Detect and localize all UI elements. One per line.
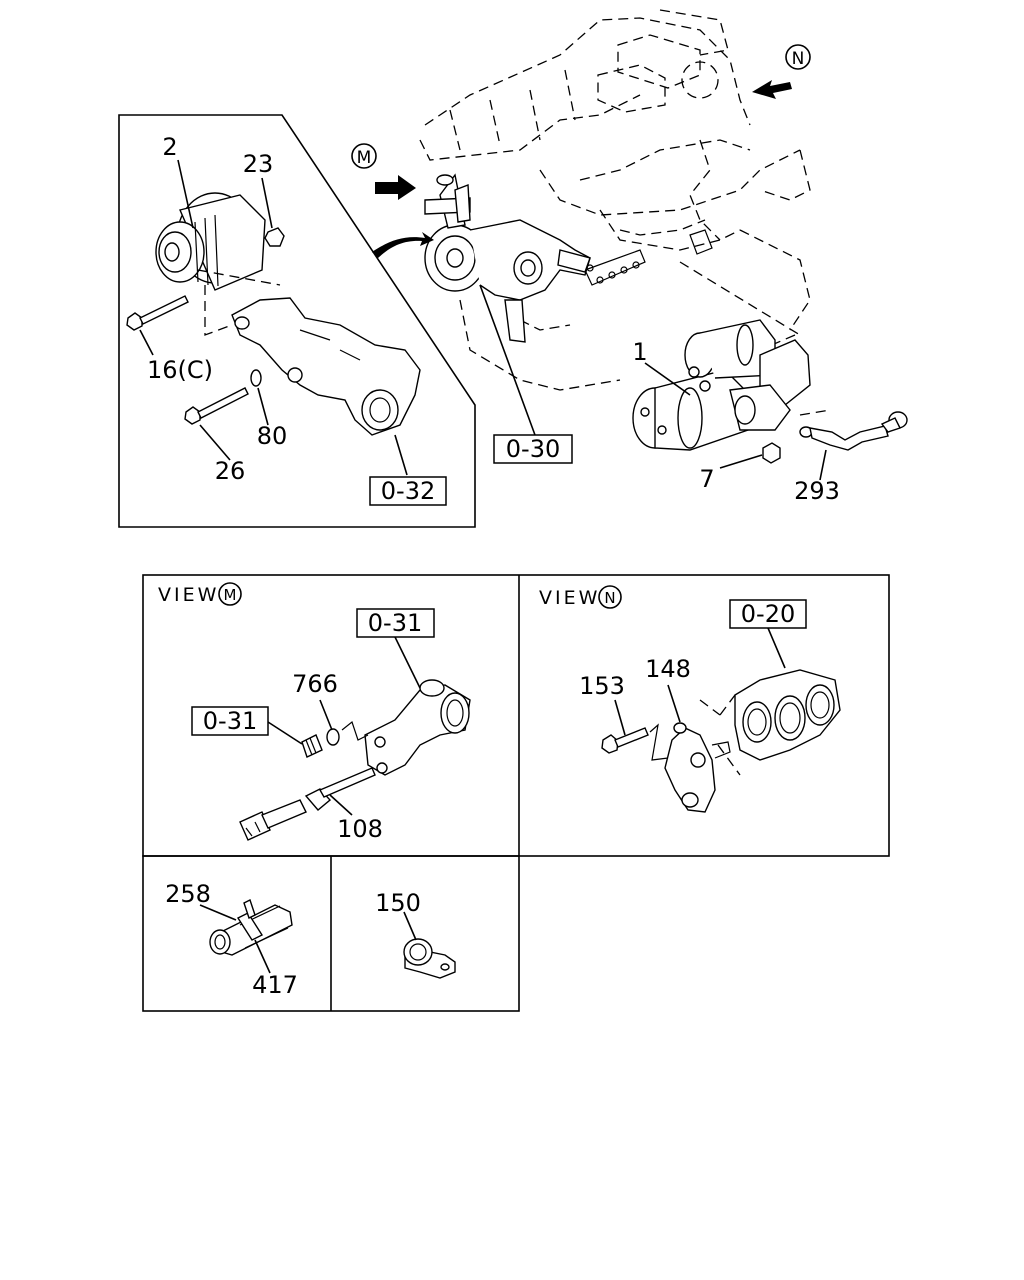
water-pump-assembly <box>424 173 591 343</box>
view-m-marker: M <box>357 148 372 168</box>
ref-label-0-20: 0-20 <box>741 600 795 628</box>
nut-23 <box>264 227 285 247</box>
callout-148: 148 <box>645 655 691 683</box>
view-n-title-marker: N <box>604 589 615 607</box>
detail-sleeve-panel: 258 417 <box>165 880 298 999</box>
view-n-panel: VIEW N 0-20 <box>539 585 841 813</box>
water-pump-ref: 0-30 <box>479 284 573 464</box>
view-m-panel: VIEW M 0-31 <box>158 582 471 843</box>
callout-7: 7 <box>699 465 714 493</box>
ref-box-0-31-plug[interactable] <box>191 706 269 736</box>
ref-label-0-31-plug: 0-31 <box>203 707 257 735</box>
ref-box-0-20[interactable] <box>729 599 807 629</box>
ref-label-0-30: 0-30 <box>506 435 560 463</box>
alternator-bracket <box>231 297 421 436</box>
ref-box-0-31-outlet[interactable] <box>356 608 435 638</box>
ref-label-0-31-outlet: 0-31 <box>368 609 422 637</box>
callout-23: 23 <box>243 150 274 178</box>
detail-clip-panel: 150 <box>375 889 456 979</box>
view-grid <box>142 574 890 1012</box>
engine-outline <box>419 9 811 391</box>
view-m-title: VIEW <box>158 584 219 606</box>
band-417 <box>236 912 264 941</box>
view-m-arrow: M <box>351 143 416 200</box>
alternator <box>155 192 266 291</box>
callout-293: 293 <box>794 477 840 505</box>
water-outlet <box>364 679 471 776</box>
view-m-title-marker: M <box>224 586 237 604</box>
callout-1: 1 <box>632 338 647 366</box>
bolt-153 <box>601 727 649 754</box>
ref-label-0-32: 0-32 <box>381 477 435 505</box>
bolt-26 <box>184 387 249 425</box>
direction-arrow <box>372 232 434 258</box>
alternator-inset: 2 23 16(C) 80 26 0-32 <box>118 114 476 528</box>
callout-2: 2 <box>162 133 177 161</box>
clip-150 <box>403 938 456 979</box>
callout-150: 150 <box>375 889 421 917</box>
callout-26: 26 <box>215 457 246 485</box>
bolt-16 <box>126 295 189 331</box>
plug <box>301 734 323 758</box>
callout-108: 108 <box>337 815 383 843</box>
callout-766: 766 <box>292 670 338 698</box>
ref-box-0-32[interactable] <box>369 476 447 506</box>
callout-153: 153 <box>579 672 625 700</box>
exhaust-manifold <box>699 669 841 776</box>
view-n-marker: N <box>792 49 805 69</box>
nut-7 <box>762 442 781 464</box>
ref-box-0-30[interactable] <box>493 434 573 464</box>
bracket-148 <box>664 722 731 813</box>
washer-766 <box>326 728 340 746</box>
washer-80 <box>250 369 262 387</box>
cable-293 <box>799 411 908 451</box>
callout-80: 80 <box>257 422 288 450</box>
view-n-title: VIEW <box>539 587 600 609</box>
view-n-arrow: N <box>752 44 811 99</box>
manifold-studs <box>584 229 713 286</box>
callout-417: 417 <box>252 971 298 999</box>
callout-258: 258 <box>165 880 211 908</box>
starter-motor <box>632 261 811 451</box>
sensor-108 <box>239 767 376 841</box>
callout-16c: 16(C) <box>147 356 213 384</box>
